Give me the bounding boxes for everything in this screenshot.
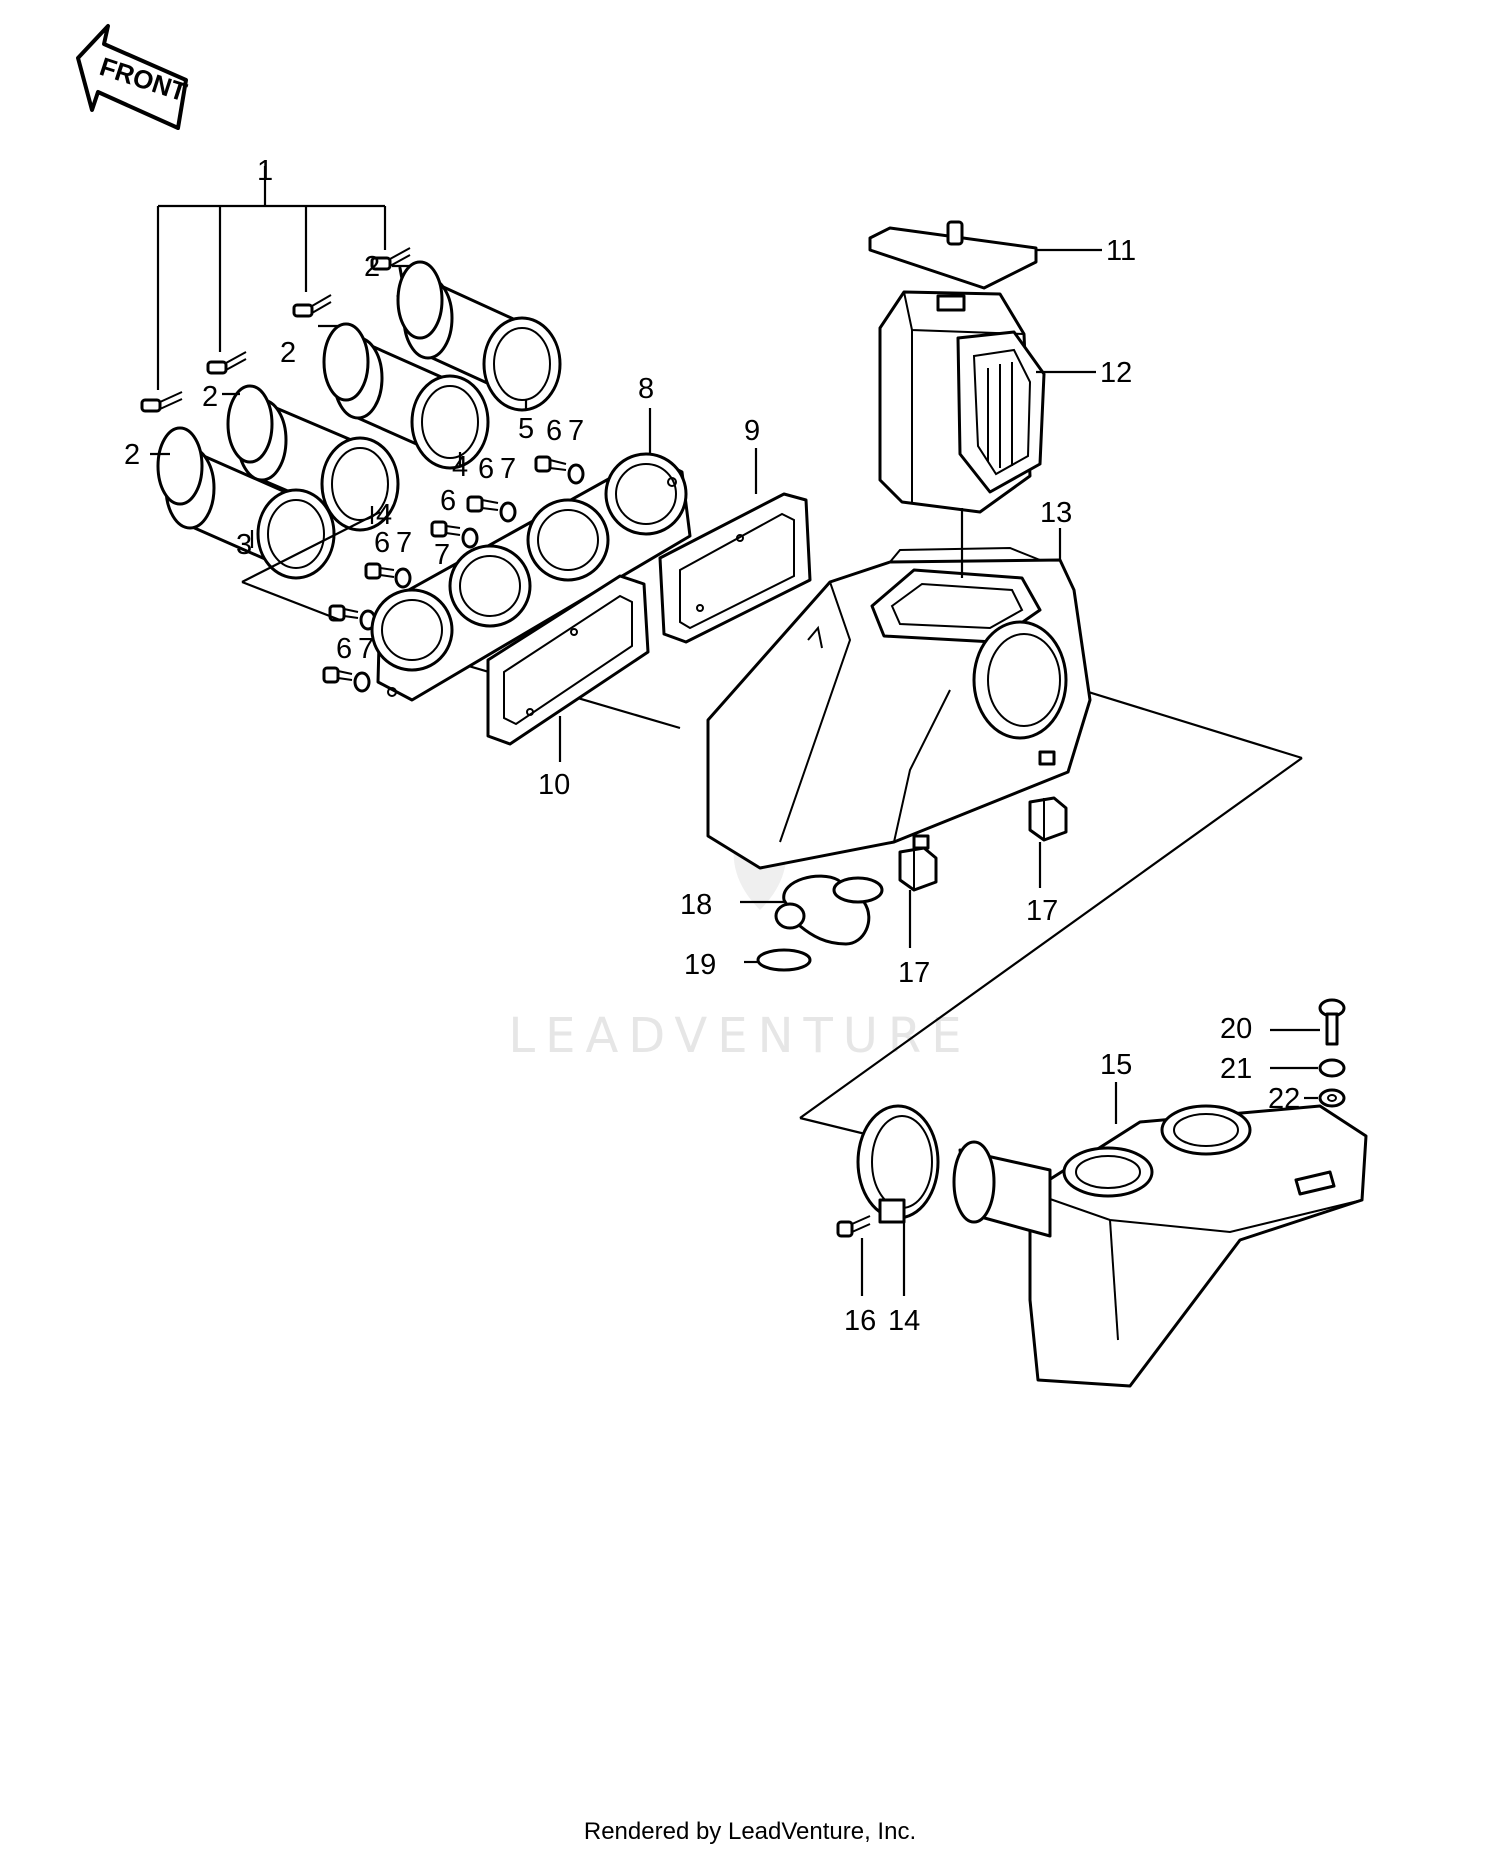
callout-5: 5 [518,413,534,445]
gasket-upper [658,492,812,644]
drain-plug-left [898,846,938,892]
render-credit-footer: Rendered by LeadVenture, Inc. [583,1818,917,1845]
air-filter-element [878,290,1046,514]
callout-labels: 1 2 2 2 2 3 4 4 5 6 7 6 7 6 7 6 7 6 7 8 … [124,155,1300,1337]
bolt-and-washer-set [322,455,585,693]
nut-21 [1318,1058,1346,1078]
clamp-screw [206,351,247,375]
callout-1: 1 [257,155,273,187]
callout-6: 6 [440,485,456,517]
air-cleaner-housing [706,546,1092,870]
callout-4: 4 [376,499,392,531]
clamp-screw [140,391,183,413]
callout-22: 22 [1268,1083,1300,1115]
callout-17: 17 [898,957,930,989]
callout-2: 2 [364,251,380,283]
callout-6: 6 [336,633,352,665]
washer-22 [1318,1088,1346,1108]
hose-clamp-band [856,1104,940,1224]
intake-duct-front [156,426,336,580]
callout-2: 2 [124,439,140,471]
callout-9: 9 [744,415,760,447]
callout-14: 14 [888,1305,920,1337]
screw-20 [1318,998,1346,1046]
callout-16: 16 [844,1305,876,1337]
callout-21: 21 [1220,1053,1252,1085]
watermark-text: LEADVENTURE [508,1008,971,1064]
intake-chamber [952,1104,1368,1388]
callout-10: 10 [538,769,570,801]
clamp-screw [292,294,332,318]
callout-3: 3 [236,529,252,561]
callout-13: 13 [1040,497,1072,529]
callout-6: 6 [546,415,562,447]
callout-19: 19 [684,949,716,981]
callout-2: 2 [280,337,296,369]
screw-set-1 [140,166,411,413]
callout-7: 7 [358,633,374,665]
drain-plug-right [1028,796,1068,842]
callout-11: 11 [1106,235,1136,267]
front-arrow-icon: FRONT [76,24,191,130]
leadventure-watermark: LEADVENTURE [508,790,971,1064]
duct-holder-plate [370,452,692,702]
callout-7: 7 [568,415,584,447]
callout-2: 2 [202,381,218,413]
callout-17: 17 [1026,895,1058,927]
intake-duct-mid-front [226,384,400,532]
callout-20: 20 [1220,1013,1252,1045]
air-cleaner-cap [868,220,1038,578]
intake-duct-mid-rear [322,322,490,470]
callout-18: 18 [680,889,712,921]
callout-4: 4 [452,451,468,483]
callout-6: 6 [478,453,494,485]
breather-hose [774,874,884,946]
callout-6: 6 [374,527,390,559]
callout-12: 12 [1100,357,1132,389]
clamp-screw-16 [836,1215,871,1238]
leader-lines [150,248,1320,1296]
intake-duct-rear [396,260,562,412]
callout-7: 7 [500,453,516,485]
clamp-screw [370,247,411,271]
callout-7: 7 [396,527,412,559]
callout-7: 7 [434,539,450,571]
callout-8: 8 [638,373,654,405]
gasket-lower [486,574,650,746]
callout-15: 15 [1100,1049,1132,1081]
hose-clip [756,948,812,972]
